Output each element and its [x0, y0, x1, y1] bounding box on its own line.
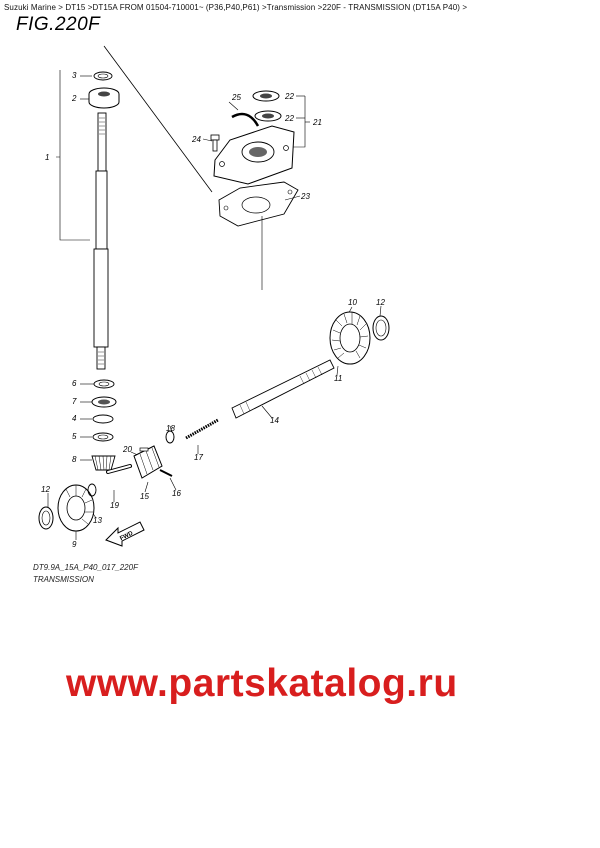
part-label: 25 [231, 93, 241, 102]
part-label: 13 [93, 516, 102, 525]
part-label: 22 [284, 92, 294, 101]
part-label: 21 [312, 118, 322, 127]
part-label: 17 [194, 453, 203, 462]
part-label: 3 [72, 71, 77, 80]
part-label: 12 [376, 298, 385, 307]
part-label: 2 [71, 94, 77, 103]
part-label: 10 [348, 298, 357, 307]
part-label: 7 [72, 397, 77, 406]
fwd-arrow-icon: FWD [105, 521, 145, 547]
part-label: 16 [172, 489, 181, 498]
vertical-driveshaft [93, 112, 109, 370]
part-label: 24 [191, 135, 201, 144]
part-label: 6 [72, 379, 77, 388]
guide-line [103, 45, 213, 193]
part-label: 22 [284, 114, 294, 123]
watermark-text: www.partskatalog.ru [66, 662, 458, 705]
part-label: 23 [300, 192, 310, 201]
figure-title: FIG.220F [16, 14, 101, 35]
section-name: TRANSMISSION [33, 575, 94, 584]
part-label: 19 [110, 501, 119, 510]
part-label: 12 [41, 485, 50, 494]
part-label: 14 [270, 416, 279, 425]
part-label: 4 [72, 414, 77, 423]
part-label: 11 [334, 374, 342, 383]
part-label: 9 [72, 540, 77, 549]
part-label: 1 [45, 153, 49, 162]
part-label: 8 [72, 455, 77, 464]
fwd-label: FWD [119, 530, 134, 542]
part-label: 5 [72, 432, 77, 441]
part-label: 18 [166, 424, 175, 433]
part-label: 20 [122, 445, 132, 454]
breadcrumb[interactable]: Suzuki Marine > DT15 >DT15A FROM 01504-7… [4, 3, 468, 12]
part-label: 15 [140, 492, 149, 501]
drawing-code: DT9.9A_15A_P40_017_220F [33, 563, 138, 572]
